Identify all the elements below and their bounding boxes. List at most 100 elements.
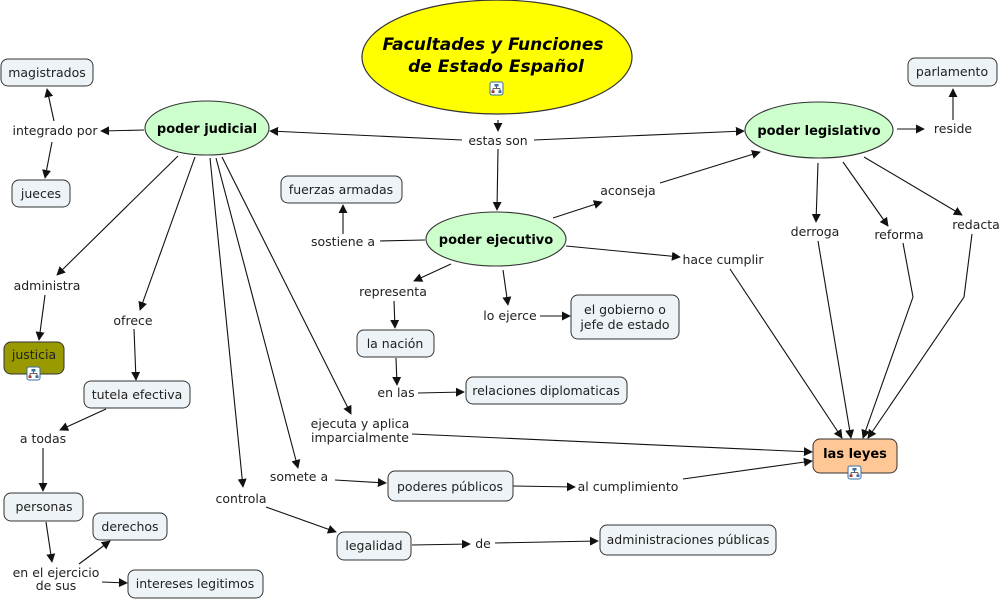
edge-judicial-somete xyxy=(215,157,301,469)
concept-parlamento[interactable]: parlamento xyxy=(907,57,998,87)
concept-gobierno[interactable]: el gobierno o jefe de estado xyxy=(570,294,680,340)
link-ejecuta-2: imparcialmente xyxy=(311,430,409,445)
concept-intereses-legitimos[interactable]: intereses legitimos xyxy=(127,569,264,599)
poder-judicial-label: poder judicial xyxy=(157,122,257,137)
edge-estas-son-legislativo xyxy=(533,126,745,141)
relaciones-label: relaciones diplomaticas xyxy=(472,383,620,398)
edge-integrado-magistrados xyxy=(44,88,55,122)
linking-phrases: estas son integrado por administra ofrec… xyxy=(13,121,1000,593)
edge-legalidad-de xyxy=(411,539,471,549)
edges xyxy=(35,88,973,588)
link-administra: administra xyxy=(14,278,81,293)
poderes-publicos-label: poderes públicos xyxy=(397,479,503,494)
concept-fuerzas-armadas[interactable]: fuerzas armadas xyxy=(280,175,403,204)
submap-icon[interactable] xyxy=(489,81,504,96)
concept-tutela-efectiva[interactable]: tutela efectiva xyxy=(83,380,191,409)
node-poder-legislativo[interactable]: poder legislativo xyxy=(744,101,894,159)
edge-ejecutivo-hacecumplir xyxy=(565,245,681,261)
edge-ejecutivo-aconseja xyxy=(552,200,603,219)
edge-ejecutivo-representa xyxy=(413,263,452,282)
edge-judicial-administra xyxy=(56,155,179,276)
intereses-label: intereses legitimos xyxy=(136,576,255,591)
edge-legislativo-reforma xyxy=(842,161,889,227)
edge-controla-legalidad xyxy=(265,506,337,534)
edge-legislativo-redacta xyxy=(863,156,963,216)
node-poder-judicial[interactable]: poder judicial xyxy=(144,100,270,156)
link-aconseja: aconseja xyxy=(600,183,655,198)
concept-relaciones-diplomaticas[interactable]: relaciones diplomaticas xyxy=(465,376,628,405)
edge-somete-poderes xyxy=(334,478,387,488)
edge-poderes-cumplimiento xyxy=(512,482,576,492)
link-derroga: derroga xyxy=(791,224,840,239)
node-poder-ejecutivo[interactable]: poder ejecutivo xyxy=(425,211,567,267)
submap-icon[interactable] xyxy=(26,366,41,381)
link-ejercicio-2: de sus xyxy=(36,578,77,593)
edge-derroga-leyes xyxy=(817,240,855,439)
concept-derechos[interactable]: derechos xyxy=(92,512,168,541)
edge-estas-son-ejecutivo xyxy=(492,148,502,211)
concept-poderes-publicos[interactable]: poderes públicos xyxy=(387,470,514,502)
gobierno-label-2: jefe de estado xyxy=(579,317,669,332)
tutela-label: tutela efectiva xyxy=(92,387,183,402)
link-lo-ejerce: lo ejerce xyxy=(483,308,537,323)
edge-representa-nacion xyxy=(390,300,400,329)
edge-judicial-controla xyxy=(209,157,247,488)
title-line-1: Facultades y Funciones xyxy=(383,35,604,55)
legalidad-label: legalidad xyxy=(345,538,402,553)
edge-redacta-leyes xyxy=(867,233,973,439)
edge-judicial-integrado xyxy=(100,126,145,136)
edge-integrado-jueces xyxy=(42,141,53,179)
edge-hacecumplir-leyes xyxy=(729,268,843,439)
link-redacta: redacta xyxy=(952,217,1000,232)
leyes-label: las leyes xyxy=(823,447,887,462)
gobierno-label-1: el gobierno o xyxy=(584,302,666,317)
link-sostiene-a: sostiene a xyxy=(311,234,375,249)
link-ejercicio-1: en el ejercicio xyxy=(13,565,100,580)
submap-icon[interactable] xyxy=(847,465,862,480)
title-line-2: de Estado Español xyxy=(408,57,585,77)
concept-jueces[interactable]: jueces xyxy=(11,179,71,208)
concept-magistrados[interactable]: magistrados xyxy=(0,58,94,87)
administraciones-label: administraciones públicas xyxy=(607,532,770,547)
edge-ofrece-tutela xyxy=(131,328,141,381)
link-estas-son: estas son xyxy=(468,133,527,148)
link-ejecuta-1: ejecuta y aplica xyxy=(311,416,410,431)
edge-administra-justicia xyxy=(35,294,46,341)
edge-tutela-atodas xyxy=(59,408,107,431)
derechos-label: derechos xyxy=(101,519,158,534)
edge-ejecutivo-loejerce xyxy=(502,269,512,306)
poder-legislativo-label: poder legislativo xyxy=(757,124,880,139)
title-ellipse xyxy=(361,0,633,115)
justicia-label: justicia xyxy=(11,347,56,362)
edge-judicial-ejecuta xyxy=(221,156,352,415)
link-en-las: en las xyxy=(377,385,414,400)
edge-enlas-relaciones xyxy=(417,387,465,397)
edge-nacion-enlas xyxy=(392,357,402,386)
link-reforma: reforma xyxy=(874,227,923,242)
link-representa: representa xyxy=(359,284,427,299)
concept-justicia[interactable]: justicia xyxy=(3,341,65,381)
link-hace-cumplir: hace cumplir xyxy=(682,252,764,267)
fuerzas-label: fuerzas armadas xyxy=(289,182,393,197)
concept-la-nacion[interactable]: la nación xyxy=(356,329,435,358)
concept-las-leyes[interactable]: las leyes xyxy=(812,438,898,480)
edge-ejecuta-leyes xyxy=(411,433,813,457)
edge-ejercicio-derechos xyxy=(78,540,111,565)
edge-cumplimiento-leyes xyxy=(682,457,813,480)
title-node[interactable]: Facultades y Funciones de Estado Español xyxy=(361,0,633,115)
edge-ejercicio-intereses xyxy=(101,578,128,588)
concept-legalidad[interactable]: legalidad xyxy=(336,531,412,561)
link-reside: reside xyxy=(934,121,972,136)
edge-legislativo-derroga xyxy=(811,162,821,223)
parlamento-label: parlamento xyxy=(916,64,988,79)
magistrados-label: magistrados xyxy=(8,65,86,80)
edge-personas-ejercicio xyxy=(45,521,56,563)
edge-ejecutivo-sostiene xyxy=(379,239,426,242)
concept-personas[interactable]: personas xyxy=(3,492,84,522)
edge-reforma-leyes xyxy=(861,242,914,439)
concept-administraciones-publicas[interactable]: administraciones públicas xyxy=(599,524,777,556)
edge-de-administraciones xyxy=(494,536,599,546)
poder-ejecutivo-label: poder ejecutivo xyxy=(439,233,553,248)
edge-judicial-ofrece xyxy=(138,156,196,311)
